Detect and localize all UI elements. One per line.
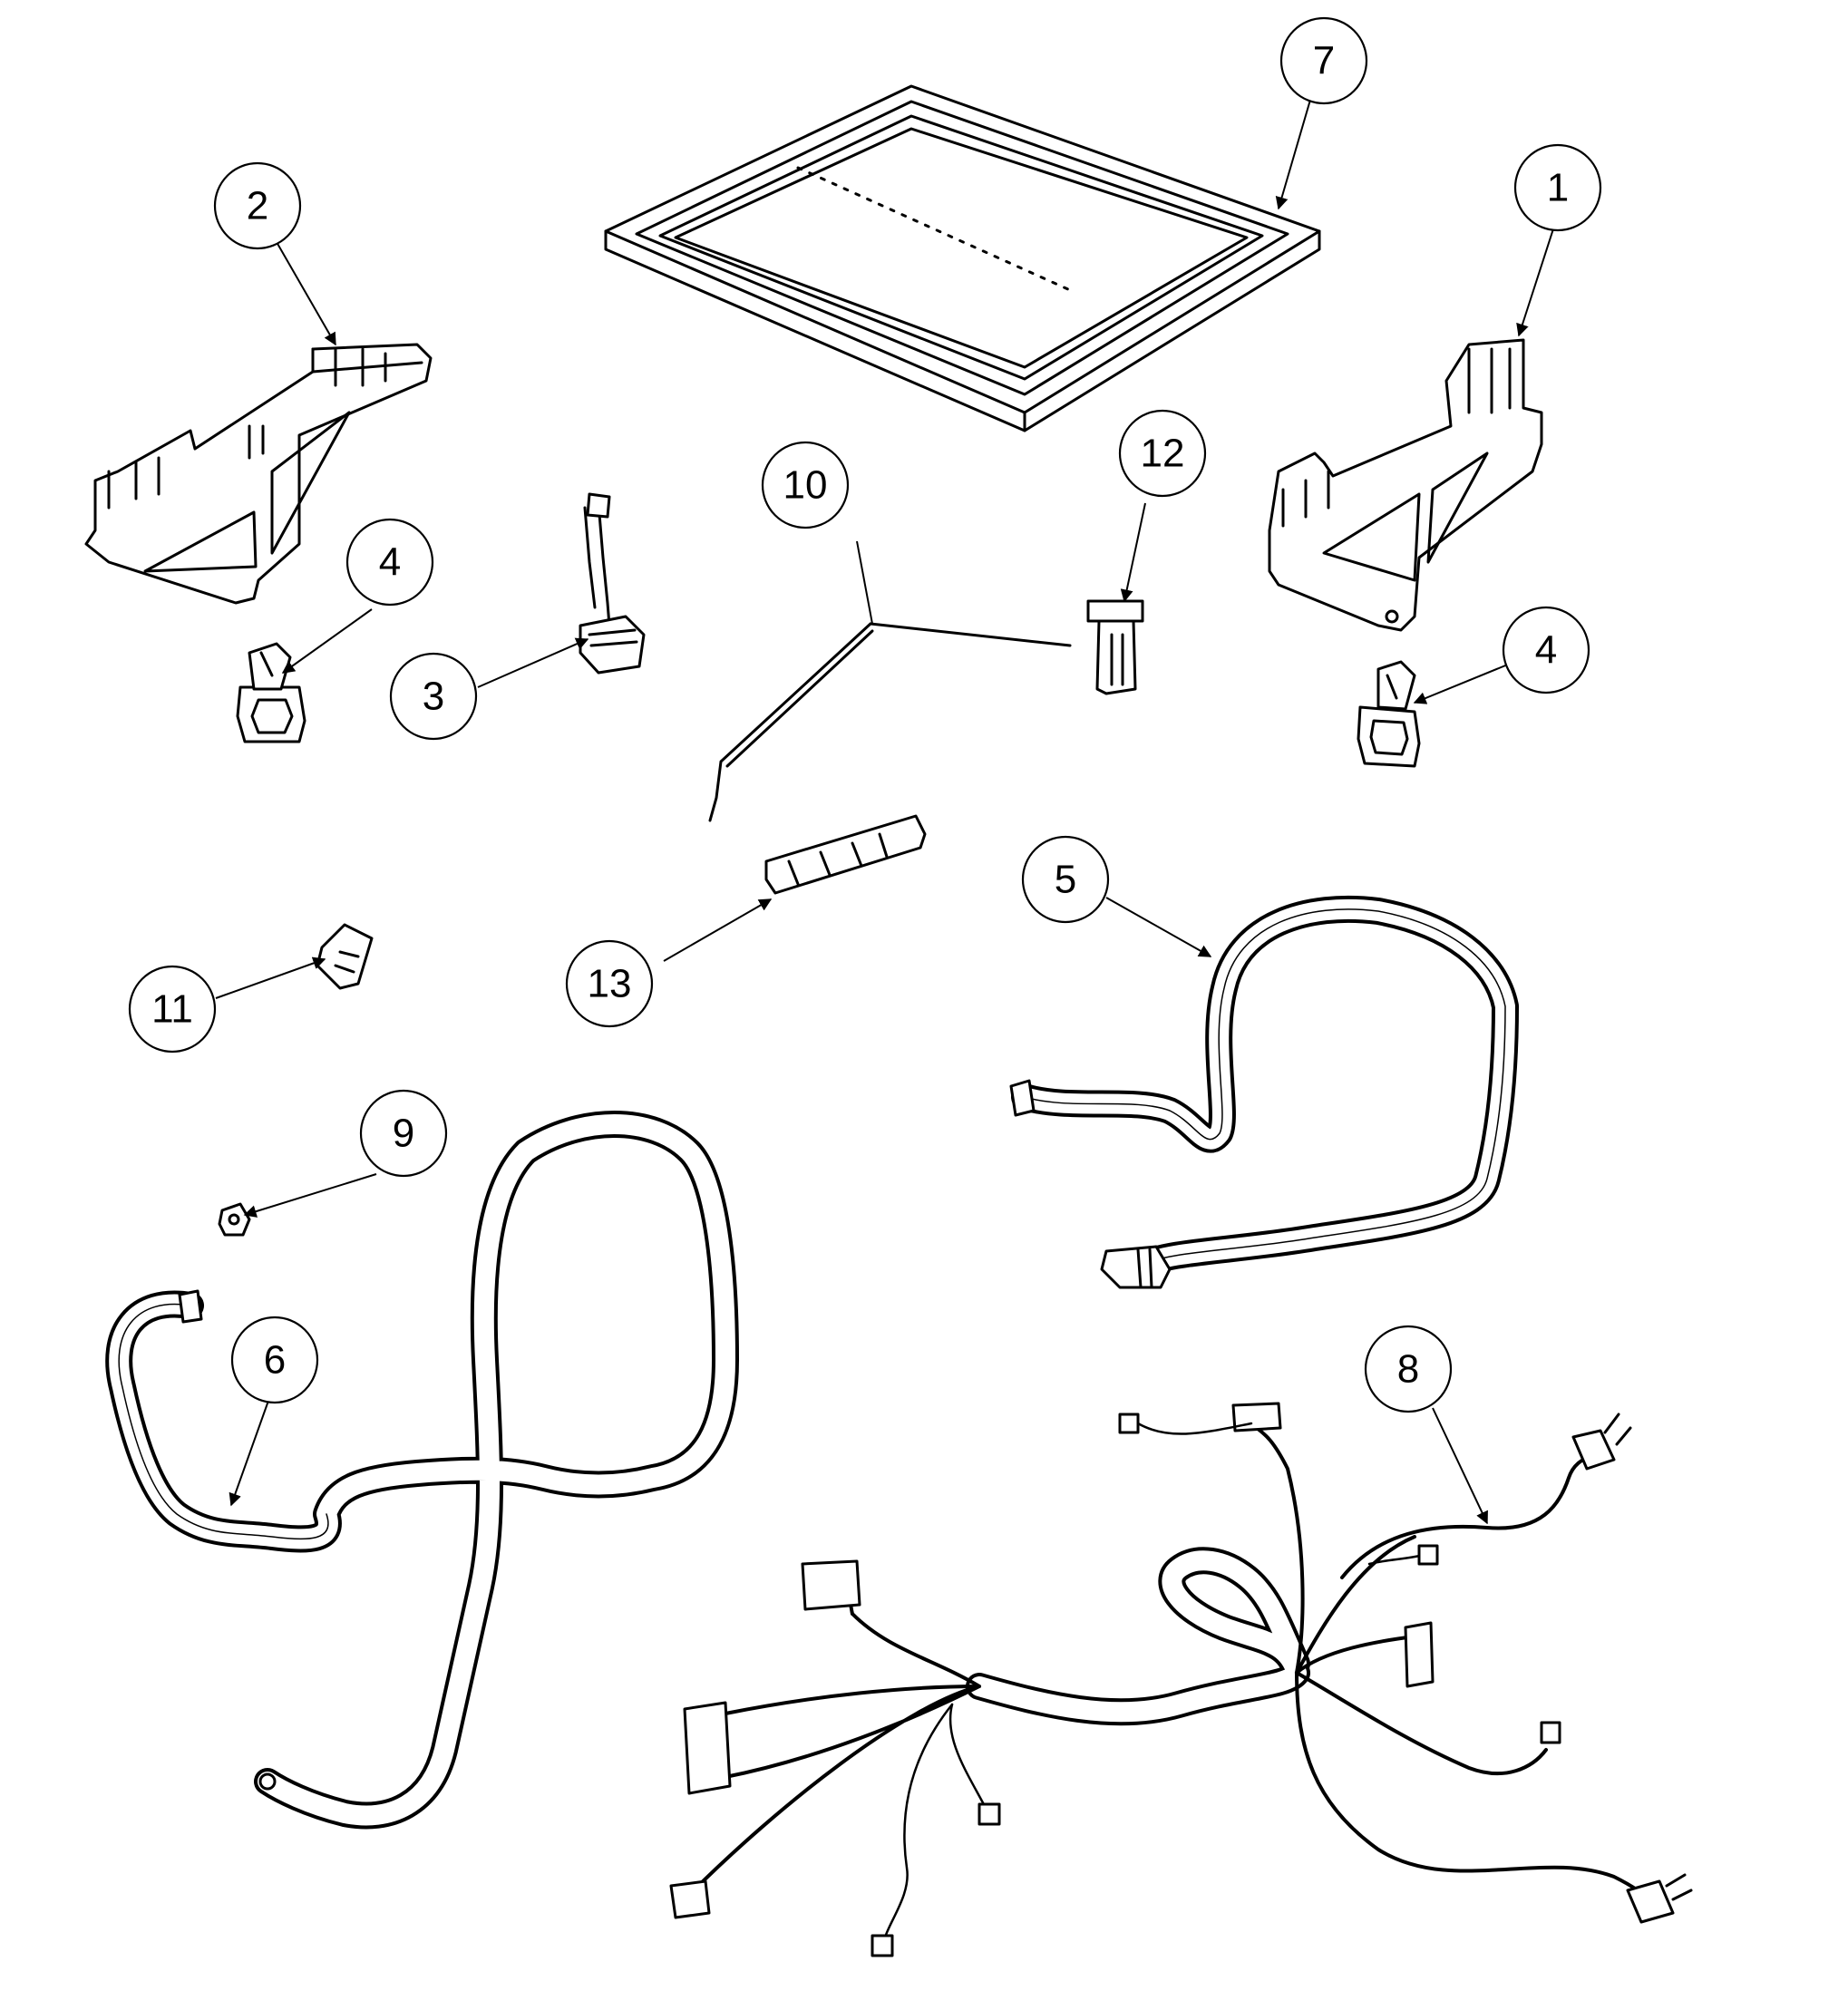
callout-1: 1: [1513, 143, 1602, 232]
part-10-rod: [708, 622, 1072, 822]
callout-label-11: 11: [151, 987, 193, 1032]
part-3-sensor: [579, 492, 646, 675]
part-12-pin: [1086, 599, 1144, 695]
callout-label-8: 8: [1397, 1347, 1419, 1392]
callout-label-3: 3: [423, 675, 444, 719]
part-7-lid-frame: [604, 84, 1321, 432]
callout-label-7: 7: [1313, 39, 1335, 83]
part-2-left-bracket: [84, 343, 433, 605]
part-1-right-bracket: [1268, 338, 1543, 632]
callout-label-9: 9: [393, 1112, 414, 1156]
callout-8: 8: [1364, 1325, 1453, 1413]
callout-label-10: 10: [783, 463, 828, 508]
part-4-right-clip: [1357, 660, 1421, 768]
callout-13: 13: [565, 939, 654, 1028]
callout-12: 12: [1118, 409, 1207, 498]
callout-label-2: 2: [247, 184, 268, 228]
part-5-hose: [1009, 895, 1519, 1289]
part-6-hose: [105, 1111, 739, 1830]
part-9-clip: [218, 1202, 251, 1237]
callout-label-12: 12: [1141, 432, 1185, 476]
callout-10: 10: [761, 441, 850, 529]
leader-lines: [215, 83, 1559, 1525]
callout-label-4-right: 4: [1535, 628, 1557, 673]
part-11-block: [316, 923, 374, 990]
part-8-wire-harness: [669, 1402, 1693, 1957]
callout-3: 3: [389, 652, 478, 741]
callout-5: 5: [1021, 835, 1110, 924]
callout-2: 2: [213, 161, 302, 250]
callout-label-13: 13: [588, 962, 632, 1006]
callout-4-right: 4: [1502, 606, 1590, 694]
callout-6: 6: [230, 1316, 319, 1404]
part-4-left-clip: [236, 642, 306, 743]
callout-11: 11: [128, 965, 217, 1054]
callout-label-1: 1: [1547, 166, 1569, 210]
callout-7: 7: [1279, 16, 1368, 105]
callout-label-6: 6: [264, 1338, 286, 1383]
callout-label-4-left: 4: [379, 540, 401, 585]
callout-4-left: 4: [345, 518, 434, 607]
callout-9: 9: [359, 1089, 448, 1178]
part-13-connector: [764, 814, 927, 895]
callout-label-5: 5: [1055, 858, 1076, 902]
